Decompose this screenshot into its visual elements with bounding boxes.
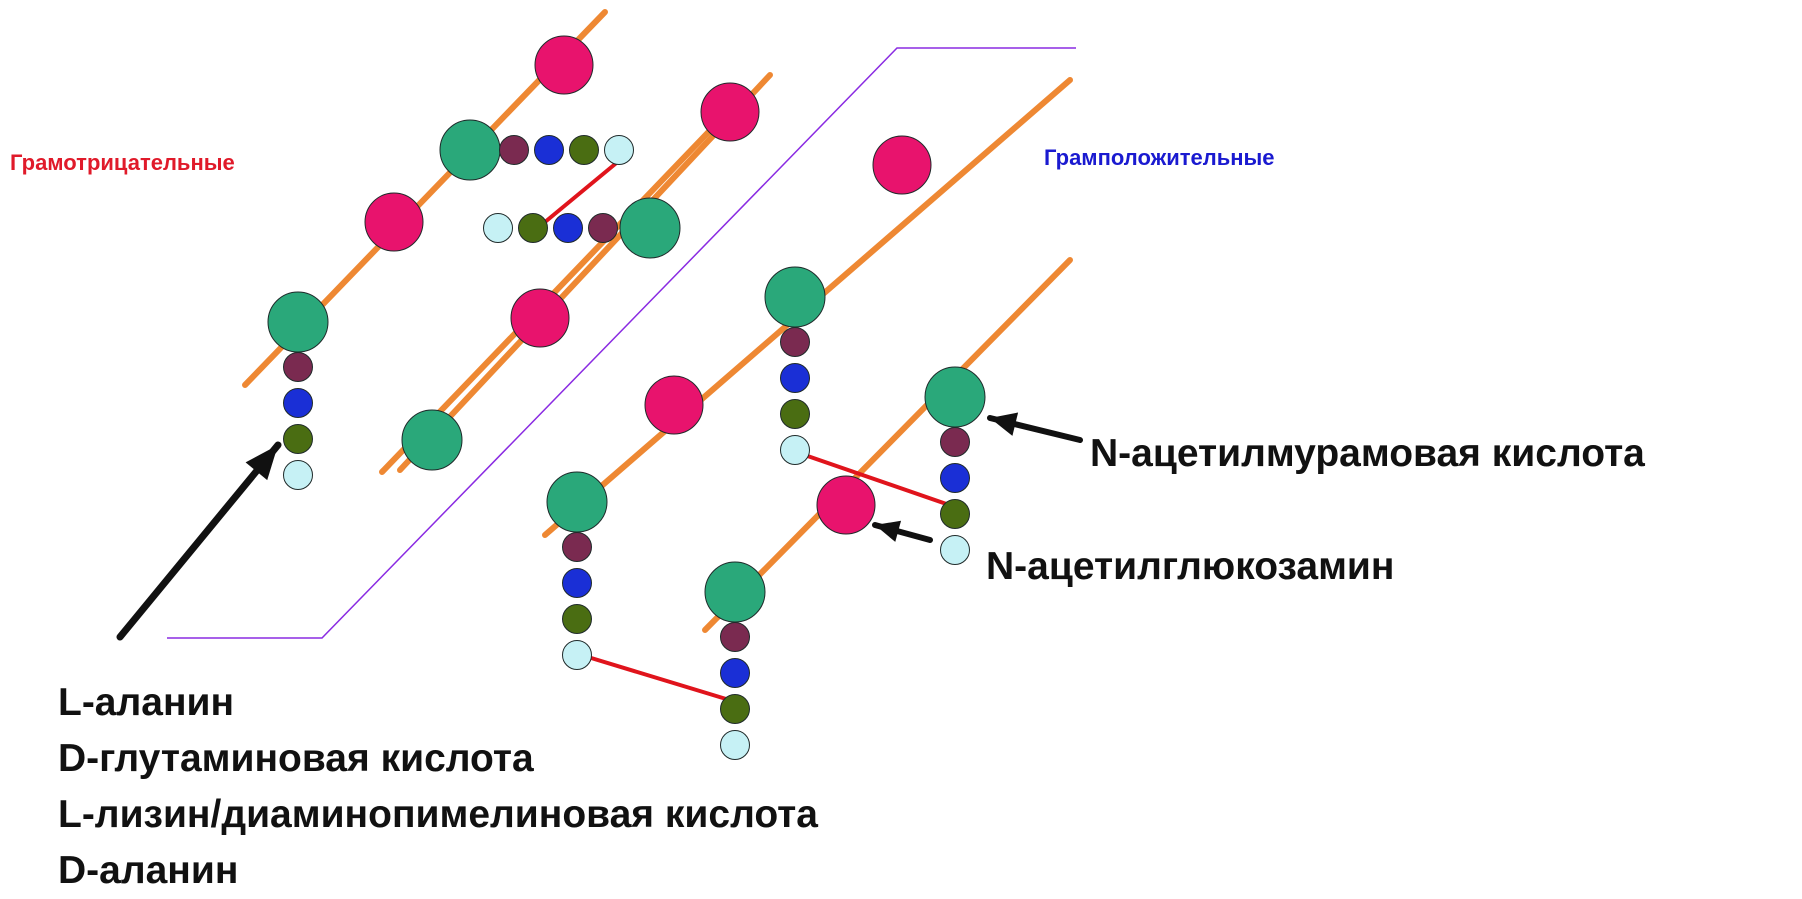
legend-d-glutamic-acid: D-глутаминовая кислота — [58, 737, 534, 780]
amino-acid-bead-icon — [518, 213, 548, 243]
amino-acid-bead-icon — [562, 568, 592, 598]
gram-divider-line — [167, 47, 1076, 639]
amino-acid-bead-icon — [720, 658, 750, 688]
glcnac-sugar-icon — [644, 375, 704, 435]
gram-negative-label: Грамотрицательные — [10, 150, 235, 175]
glcnac-sugar-icon — [816, 475, 876, 535]
glcnac-sugar-icon — [700, 82, 760, 142]
n-acetylmuramic-label: N-ацетилмурамовая кислота — [1090, 432, 1645, 475]
amino-acid-bead-icon — [283, 352, 313, 382]
pointer-arrow-head-icon — [990, 412, 1019, 436]
legend-l-lysine-dap: L-лизин/диаминопимелиновая кислота — [58, 793, 818, 836]
glcnac-sugar-icon — [510, 288, 570, 348]
amino-acid-bead-icon — [780, 363, 810, 393]
murnac-sugar-icon — [764, 266, 826, 328]
glcnac-sugar-icon — [534, 35, 594, 95]
amino-acid-bead-icon — [562, 604, 592, 634]
glcnac-sugar-icon — [364, 192, 424, 252]
amino-acid-bead-icon — [483, 213, 513, 243]
amino-acid-bead-icon — [283, 388, 313, 418]
amino-acid-bead-icon — [562, 640, 592, 670]
glycan-chain — [397, 72, 773, 473]
amino-acid-bead-icon — [780, 327, 810, 357]
amino-acid-bead-icon — [604, 135, 634, 165]
amino-acid-bead-icon — [720, 622, 750, 652]
legend-d-alanine: D-аланин — [58, 849, 239, 892]
amino-acid-bead-icon — [720, 730, 750, 760]
pointer-arrow-head-icon — [245, 445, 278, 481]
legend-l-alanine: L-аланин — [58, 681, 235, 724]
pointer-arrow-icon — [116, 441, 282, 641]
murnac-sugar-icon — [439, 119, 501, 181]
amino-acid-bead-icon — [780, 435, 810, 465]
murnac-sugar-icon — [619, 197, 681, 259]
amino-acid-bead-icon — [283, 424, 313, 454]
amino-acid-bead-icon — [940, 463, 970, 493]
amino-acid-bead-icon — [553, 213, 583, 243]
amino-acid-bead-icon — [534, 135, 564, 165]
murnac-sugar-icon — [704, 561, 766, 623]
amino-acid-bead-icon — [588, 213, 618, 243]
amino-acid-bead-icon — [940, 535, 970, 565]
murnac-sugar-icon — [267, 291, 329, 353]
n-acetylglucosamine-label: N-ацетилглюкозамин — [986, 545, 1395, 588]
murnac-sugar-icon — [924, 366, 986, 428]
amino-acid-bead-icon — [720, 694, 750, 724]
amino-acid-bead-icon — [562, 532, 592, 562]
gram-positive-label: Грамположительные — [1044, 145, 1275, 170]
glycan-chain — [702, 257, 1073, 633]
peptide-crosslink — [576, 652, 738, 704]
amino-acid-bead-icon — [940, 499, 970, 529]
murnac-sugar-icon — [401, 409, 463, 471]
amino-acid-bead-icon — [283, 460, 313, 490]
amino-acid-bead-icon — [940, 427, 970, 457]
peptide-crosslink — [543, 158, 622, 224]
amino-acid-bead-icon — [499, 135, 529, 165]
peptide-crosslink — [794, 450, 960, 510]
pointer-arrow-head-icon — [875, 520, 902, 542]
amino-acid-legend: L-аланин D-глутаминовая кислота L-лизин/… — [58, 675, 818, 899]
amino-acid-bead-icon — [569, 135, 599, 165]
glcnac-sugar-icon — [872, 135, 932, 195]
amino-acid-bead-icon — [780, 399, 810, 429]
murnac-sugar-icon — [546, 471, 608, 533]
